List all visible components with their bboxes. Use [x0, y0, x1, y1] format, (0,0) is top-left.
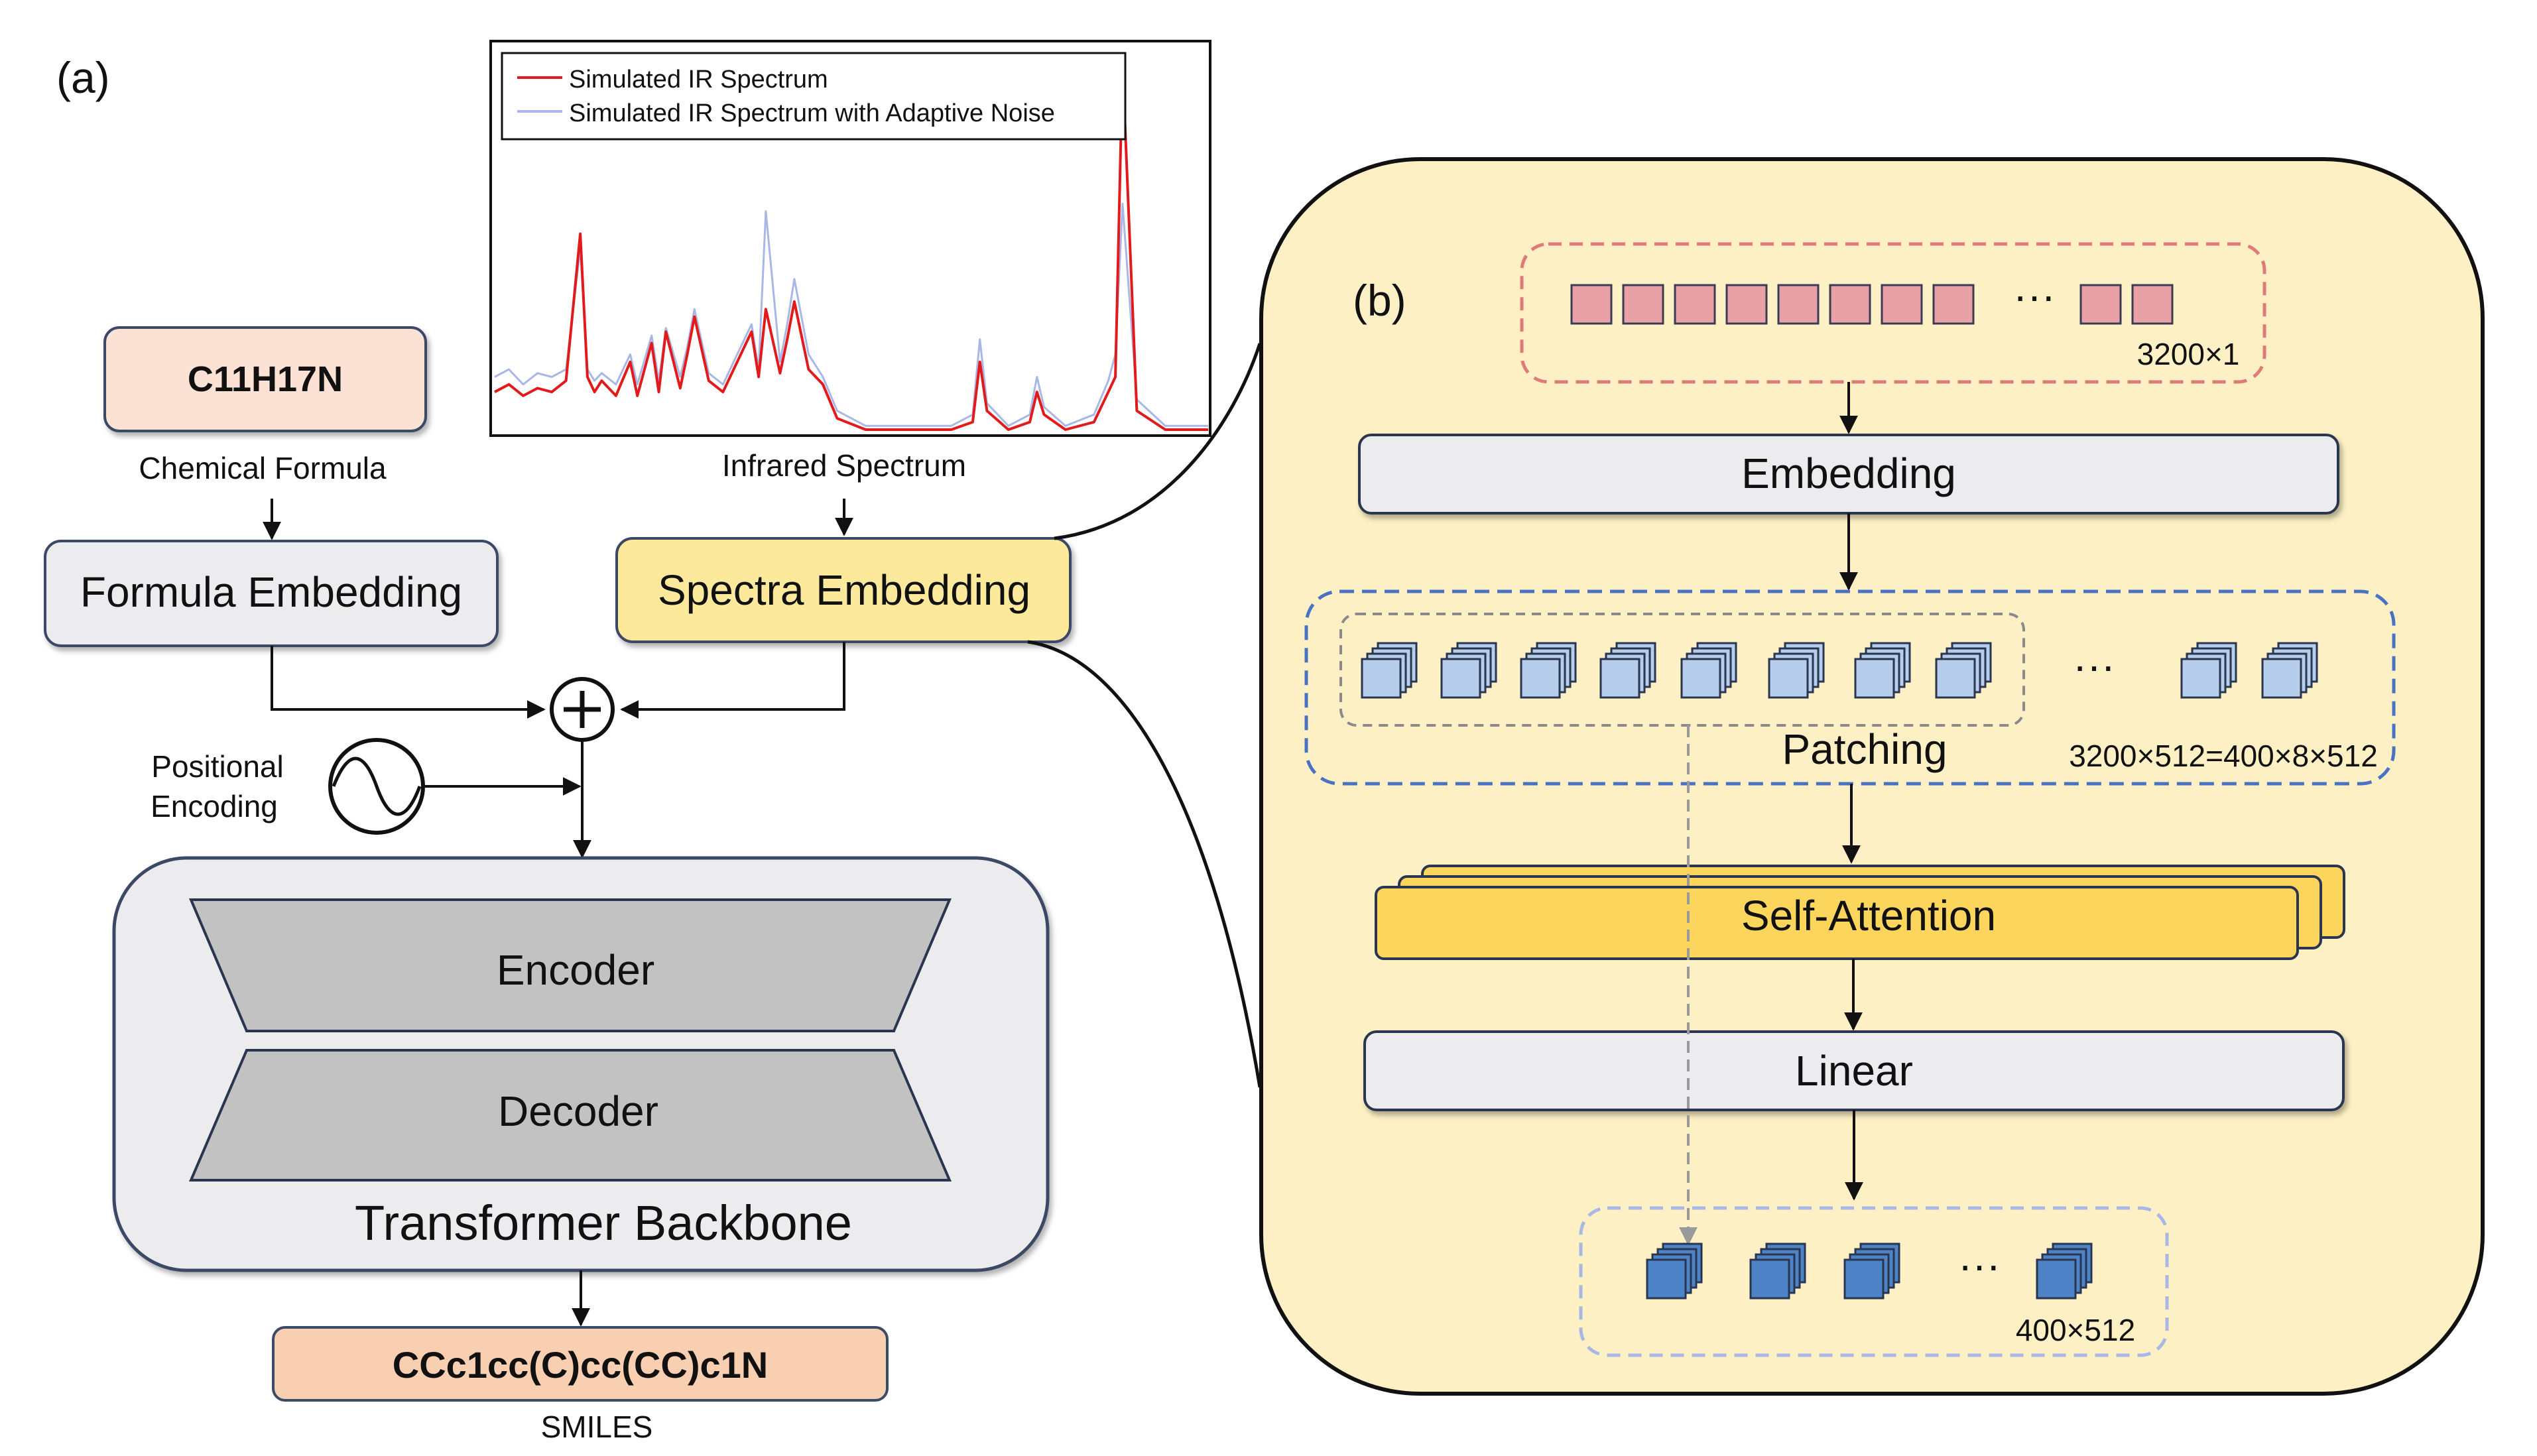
- first-patch-group-box: [1339, 613, 2025, 727]
- patch-cube: [2180, 642, 2237, 699]
- spectrum-caption: Infrared Spectrum: [722, 448, 966, 483]
- cube-layer: [1935, 658, 1976, 699]
- patch-cube: [1935, 642, 1992, 699]
- input-token: [1829, 284, 1871, 325]
- self-attention-label: Self-Attention: [1741, 892, 1996, 940]
- smiles-value: CCc1cc(C)cc(CC)c1N: [393, 1344, 768, 1386]
- decoder-shape: [188, 1049, 952, 1182]
- output-cube: [2036, 1243, 2093, 1300]
- arrow-formula-to-sum: [271, 646, 546, 719]
- input-token: [1570, 284, 1613, 325]
- cube-layer: [1768, 658, 1809, 699]
- patch-cube: [1520, 642, 1577, 699]
- positional-label-line1: Positional: [151, 749, 283, 784]
- zoom-connector-bottom: [1027, 640, 1262, 1088]
- output-tokens-box: [1579, 1206, 2169, 1357]
- panel-b-label: (b): [1353, 276, 1406, 325]
- positional-label-line2: Encoding: [151, 789, 278, 823]
- legend-entry-noise: Simulated IR Spectrum with Adaptive Nois…: [569, 99, 1055, 127]
- spectrum-series-noise: [494, 202, 1208, 427]
- cube-layer: [1599, 658, 1640, 699]
- backbone-label: Transformer Backbone: [355, 1195, 852, 1250]
- input-token: [2131, 284, 2174, 325]
- input-token: [1674, 284, 1716, 325]
- patch-cube: [1680, 642, 1737, 699]
- formula-embedding-label: Formula Embedding: [80, 568, 462, 616]
- self-attention-layer-1: [1375, 886, 2299, 960]
- embedding-label: Embedding: [1741, 450, 1956, 497]
- cube-layer: [1520, 658, 1561, 699]
- output-ellipsis: ···: [1958, 1241, 2001, 1289]
- input-ellipsis: ···: [2013, 272, 2056, 320]
- patch-cube: [1361, 642, 1418, 699]
- input-token: [1777, 284, 1820, 325]
- cube-layer: [1440, 658, 1481, 699]
- input-token: [1881, 284, 1923, 325]
- input-token: [1622, 284, 1664, 325]
- input-token-row: [1570, 284, 2174, 325]
- patch-cube: [1599, 642, 1656, 699]
- arrow-spectra-to-sum: [620, 642, 845, 719]
- spectrum-series-simulated: [494, 63, 1208, 431]
- cube-layer: [2261, 658, 2302, 699]
- output-cube: [1646, 1243, 1703, 1300]
- cube-layer: [1361, 658, 1402, 699]
- cube-layer: [2036, 1258, 2077, 1300]
- patch-dimension: 3200×512=400×8×512: [2069, 739, 2378, 773]
- smiles-box: [272, 1326, 889, 1402]
- sine-wave-icon: [332, 757, 422, 816]
- spectra-embedding-label: Spectra Embedding: [658, 566, 1030, 614]
- formula-value: C11H17N: [188, 359, 343, 399]
- input-dimension: 3200×1: [2137, 337, 2240, 371]
- cube-layer: [1854, 658, 1895, 699]
- encoder-shape: [188, 898, 952, 1032]
- formula-box: [103, 326, 427, 432]
- patch-cube: [1854, 642, 1911, 699]
- output-cube-row: [1646, 1243, 2093, 1300]
- input-tokens-box: [1520, 242, 2266, 384]
- input-token: [1725, 284, 1768, 325]
- patch-cube: [1768, 642, 1825, 699]
- panel-a-label: (a): [56, 53, 110, 102]
- spectrum-legend: [501, 52, 1127, 141]
- formula-caption: Chemical Formula: [139, 451, 387, 485]
- patch-cube-row: [1361, 642, 2318, 699]
- output-cube: [1749, 1243, 1806, 1300]
- cube-layer: [1680, 658, 1721, 699]
- linear-label: Linear: [1795, 1047, 1913, 1095]
- patch-cube: [2261, 642, 2318, 699]
- output-cube: [1843, 1243, 1900, 1300]
- smiles-caption: SMILES: [541, 1410, 653, 1444]
- encoder-label: Encoder: [497, 946, 654, 994]
- cube-layer: [1646, 1258, 1687, 1300]
- patch-ellipsis: ···: [2073, 642, 2115, 690]
- cube-layer: [2180, 658, 2221, 699]
- input-token: [2079, 284, 2122, 325]
- spectrum-plot: [494, 63, 1208, 431]
- cube-layer: [1843, 1258, 1885, 1300]
- patching-label: Patching: [1782, 725, 1947, 773]
- legend-entry-simulated: Simulated IR Spectrum: [569, 66, 828, 93]
- cube-layer: [1749, 1258, 1790, 1300]
- patch-cube: [1440, 642, 1497, 699]
- zoom-connector-top: [1054, 343, 1262, 540]
- decoder-label: Decoder: [498, 1087, 658, 1135]
- input-token: [1932, 284, 1975, 325]
- output-dimension: 400×512: [2016, 1313, 2135, 1347]
